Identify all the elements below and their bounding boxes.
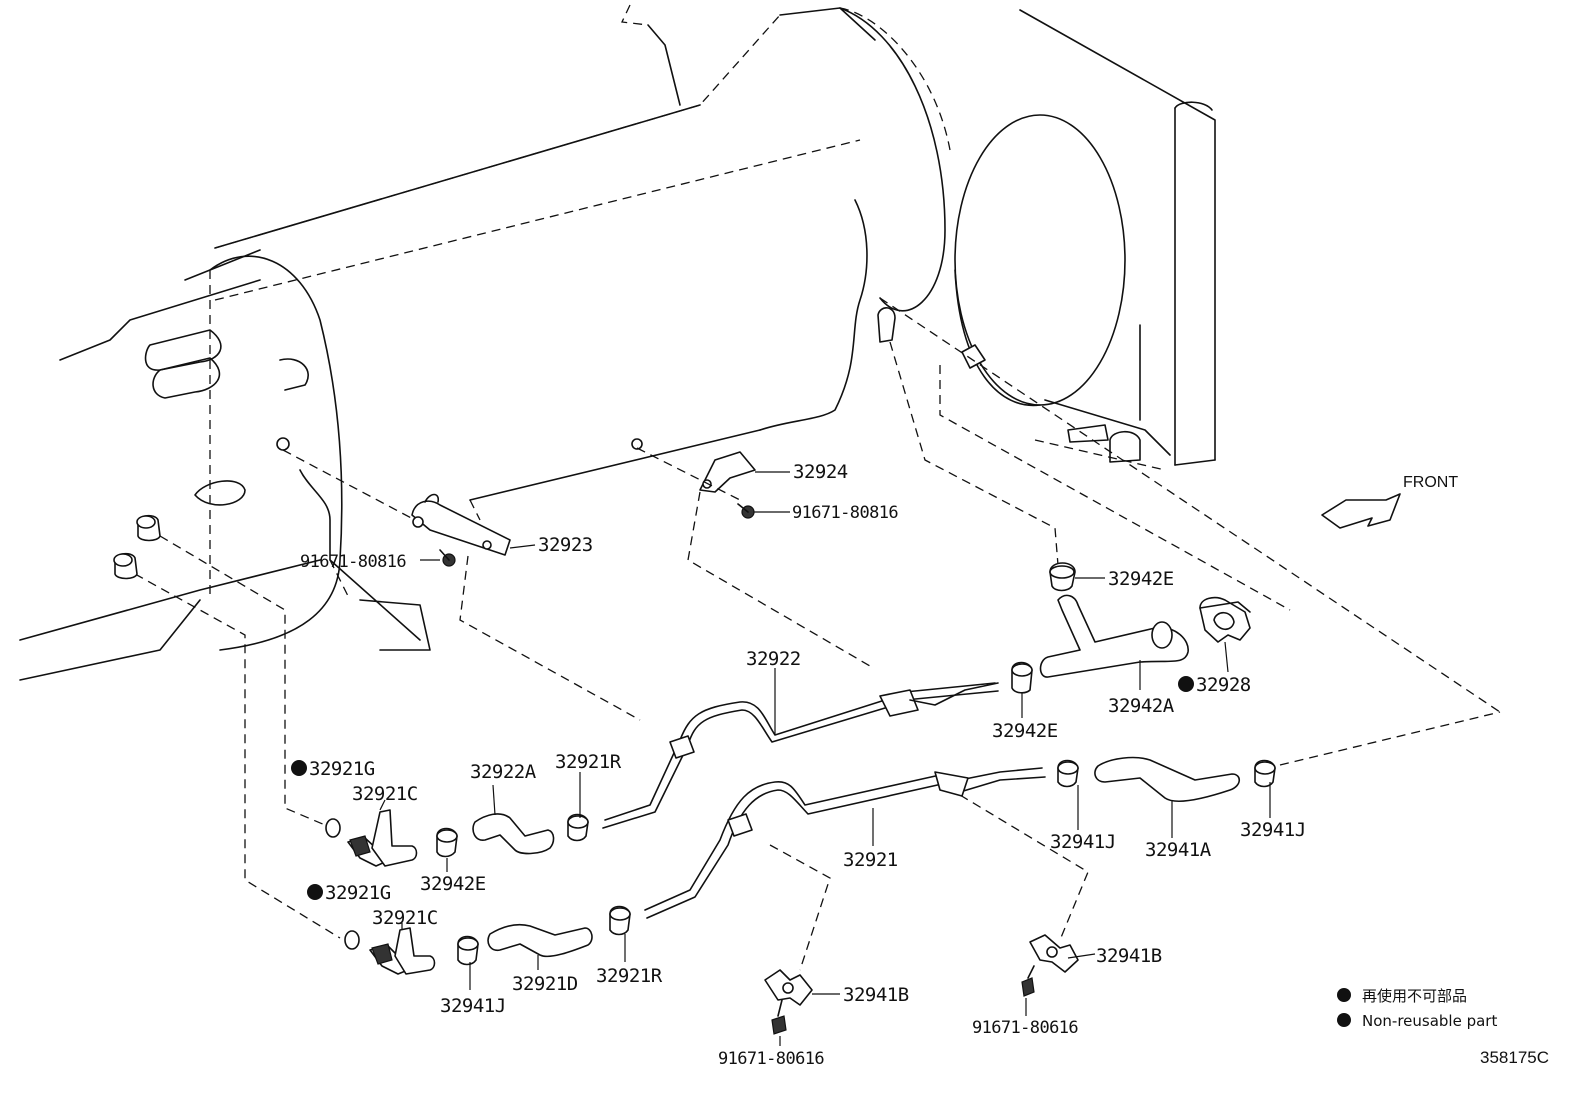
label-91671-80816-b: 91671-80816: [300, 552, 406, 572]
legend-bullet-en: [1337, 1013, 1351, 1027]
label-32941B-a: 32941B: [843, 984, 909, 1006]
pipe-32922: [602, 682, 999, 829]
label-91671-80816-a: 91671-80816: [792, 503, 898, 523]
label-32924: 32924: [793, 461, 848, 483]
label-32942E-top: 32942E: [1108, 568, 1174, 590]
gasket-32921G-b: [344, 930, 360, 950]
label-32928: 32928: [1196, 674, 1251, 696]
label-32941B-b: 32941B: [1096, 945, 1162, 967]
non-reusable-mark-32921G-a: [291, 760, 307, 776]
bolt-91671-80616-b: [1021, 965, 1035, 997]
cap-upper: [136, 514, 161, 542]
legend-text-en: Non-reusable part: [1362, 1012, 1497, 1030]
label-32921C-a: 32921C: [352, 783, 418, 805]
clamp-32921R-a: [567, 813, 589, 842]
legend-bullet-jp: [1337, 988, 1351, 1002]
hose-32921D: [487, 923, 593, 958]
gasket-32921G-a: [325, 818, 341, 838]
bolt-91671-80816-a: [737, 503, 755, 519]
clamp-32942E-top: [1049, 562, 1076, 592]
union-32921C-b: [369, 927, 436, 975]
label-32921R-a: 32921R: [555, 751, 622, 773]
pipe-32921: [644, 767, 1046, 919]
label-32921R-b: 32921R: [596, 965, 663, 987]
non-reusable-mark-32921G-b: [307, 884, 323, 900]
front-arrow: FRONT: [1321, 474, 1458, 529]
legend: 再使用不可部品 Non-reusable part: [1337, 987, 1497, 1030]
label-32941J-b: 32941J: [1240, 819, 1306, 841]
front-label: FRONT: [1403, 474, 1458, 491]
bolt-91671-80616-a: [771, 999, 787, 1035]
part-labels: 32924 91671-80816 32923 91671-80816 3294…: [291, 461, 1306, 1069]
non-reusable-mark-32928: [1178, 676, 1194, 692]
clamp-32921R-b: [609, 905, 631, 936]
label-91671-80616-b: 91671-80616: [972, 1018, 1078, 1038]
clamp-32941J-a: [1057, 759, 1079, 788]
label-32941J-c: 32941J: [440, 995, 506, 1017]
union-32921C-a: [347, 809, 418, 867]
label-32921C-b: 32921C: [372, 907, 438, 929]
label-32942E-low: 32942E: [420, 873, 486, 895]
transmission-housing: [19, 4, 951, 681]
label-32922A: 32922A: [470, 761, 537, 783]
label-32923: 32923: [538, 534, 593, 556]
label-32921G-b: 32921G: [325, 882, 391, 904]
hose-32942A: [1039, 594, 1189, 678]
leader-lines: [134, 447, 1501, 971]
clamp-32941B-a: [764, 969, 813, 1006]
clamp-32941B-b: [1029, 934, 1079, 973]
label-32921: 32921: [843, 849, 898, 871]
bracket-32923: [411, 493, 511, 556]
label-32941A: 32941A: [1145, 839, 1212, 861]
label-32942A: 32942A: [1108, 695, 1175, 717]
label-32921D: 32921D: [512, 973, 578, 995]
label-32922: 32922: [746, 648, 801, 670]
legend-text-jp: 再使用不可部品: [1362, 987, 1467, 1005]
clamp-32942E-low: [436, 827, 458, 858]
label-32921G-a: 32921G: [309, 758, 375, 780]
clamp-32941J-c: [457, 935, 479, 966]
hose-32922A: [472, 813, 555, 855]
radiator-assembly: [877, 9, 1501, 713]
clamp-32941J-b: [1254, 759, 1276, 788]
clip-32928: [1199, 596, 1251, 643]
illustration-code: 358175C: [1480, 1048, 1549, 1067]
hose-32941A: [1094, 756, 1241, 803]
label-32942E-mid: 32942E: [992, 720, 1058, 742]
bracket-32924: [699, 451, 756, 493]
label-leaders: [379, 471, 1271, 1046]
bolt-91671-80816-b: [439, 549, 456, 567]
label-32941J-a: 32941J: [1050, 831, 1116, 853]
clamp-32942E-mid: [1011, 661, 1033, 694]
label-91671-80616-a: 91671-80616: [718, 1049, 824, 1069]
cap-lower: [113, 552, 138, 580]
